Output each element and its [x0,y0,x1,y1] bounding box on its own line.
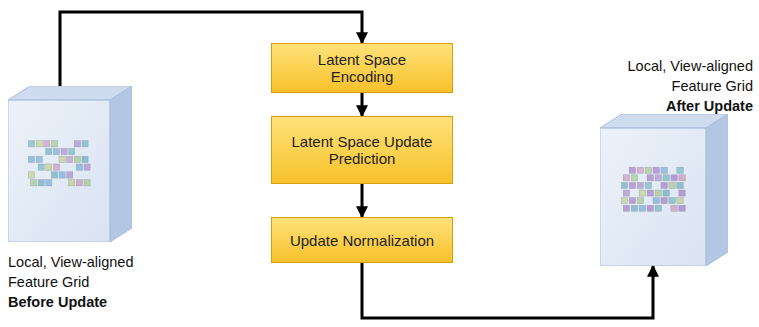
box-label: Latent Space Encoding [286,51,438,85]
grid-caption: Local, View-aligned Feature GridBefore U… [8,252,158,312]
feature-grid-cube: Local, View-aligned Feature GridAfter Up… [575,52,755,267]
flow-arrow [362,263,653,318]
process-box: Update Normalization [271,217,453,263]
feature-grid-cube: Local, View-aligned Feature GridBefore U… [0,86,175,327]
box-label: Latent Space Update Prediction [286,133,438,167]
grid-name: Local, View-aligned Feature Grid [8,252,158,292]
box-label: Update Normalization [290,232,434,249]
process-box: Latent Space Update Prediction [271,116,453,184]
cube-outline [600,114,728,266]
flow-arrow [361,184,364,217]
cube-front [8,100,110,242]
cube-front [600,128,706,266]
grid-name: Local, View-aligned Feature Grid [583,56,753,96]
grid-caption: Local, View-aligned Feature GridAfter Up… [583,56,753,116]
cube-side [706,114,728,266]
grid-state: After Update [583,96,753,116]
flow-arrow [361,93,364,116]
cube-outline [8,86,132,242]
cube-side [110,86,132,242]
grid-state: Before Update [8,292,158,312]
process-box: Latent Space Encoding [271,43,453,93]
